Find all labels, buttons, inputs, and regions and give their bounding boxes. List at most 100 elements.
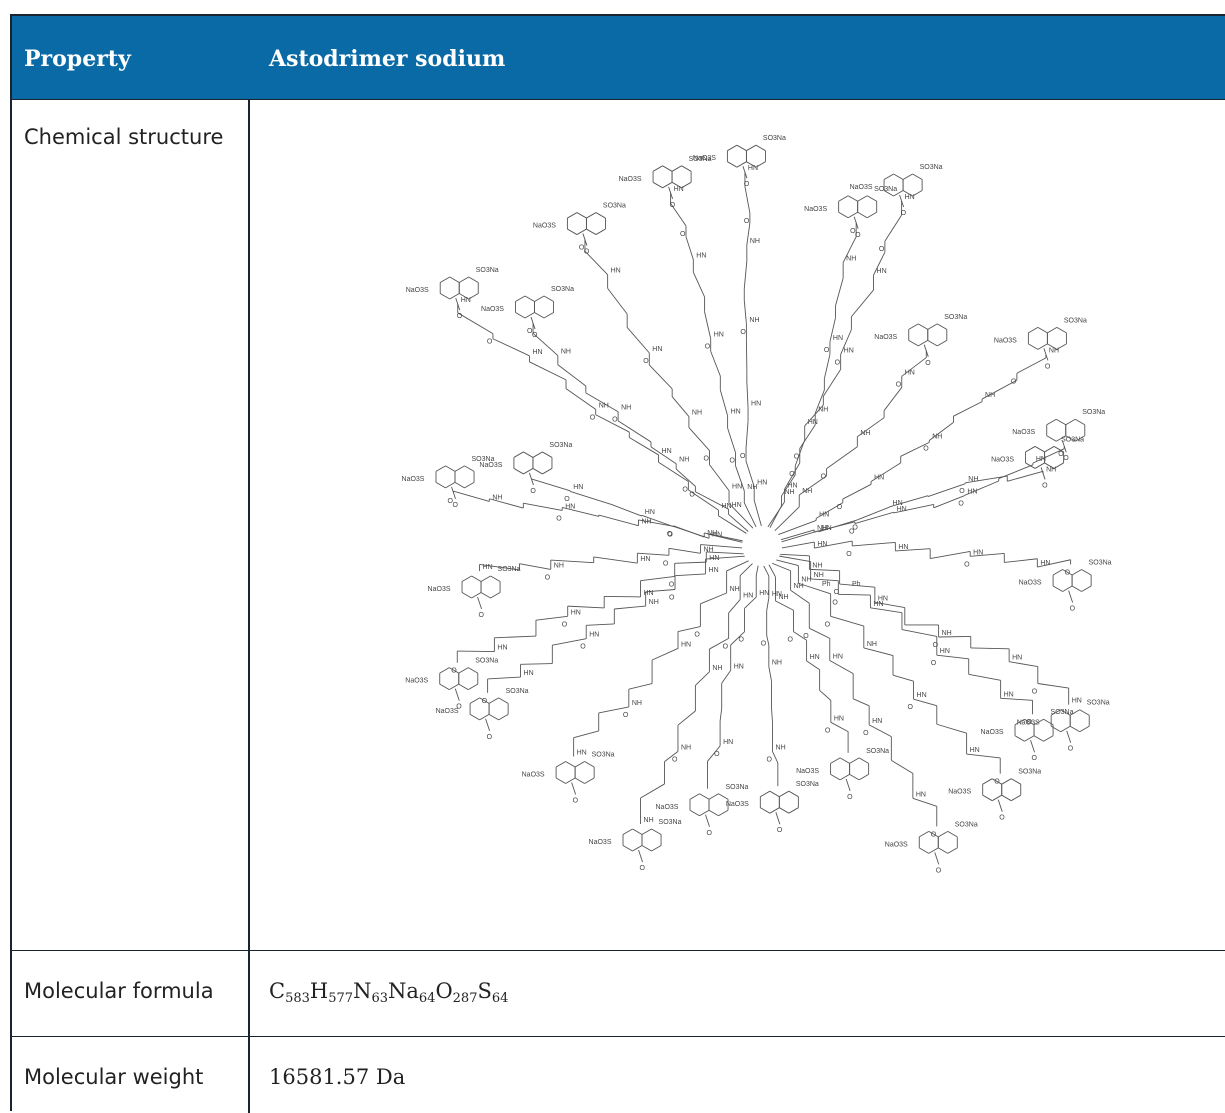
atom-label: O bbox=[931, 660, 937, 667]
atom-label: NaO3S bbox=[481, 306, 504, 313]
bond-line bbox=[472, 576, 482, 582]
bond-line bbox=[462, 593, 472, 599]
bond-line bbox=[472, 593, 482, 599]
bond-line bbox=[493, 339, 530, 356]
bond-line bbox=[1070, 726, 1080, 732]
bond-line bbox=[831, 722, 848, 731]
atom-label: NH bbox=[641, 519, 651, 526]
bond-line bbox=[740, 564, 752, 576]
atom-label: HN bbox=[1012, 655, 1022, 662]
bond-line bbox=[928, 340, 938, 346]
atom-label: SO3Na bbox=[866, 748, 889, 755]
bond-line bbox=[938, 848, 948, 854]
bond-line bbox=[902, 630, 937, 637]
bond-line bbox=[939, 636, 971, 637]
bond-line bbox=[1009, 662, 1038, 667]
bond-line bbox=[459, 684, 469, 690]
atom-label: O bbox=[767, 757, 773, 764]
bond-line bbox=[478, 597, 482, 609]
bond-line bbox=[772, 563, 790, 570]
bond-line bbox=[514, 468, 524, 474]
bond-line bbox=[719, 810, 729, 816]
atom-label: HN bbox=[645, 509, 655, 516]
bond-line bbox=[1061, 726, 1071, 732]
atom-label: O bbox=[669, 594, 675, 601]
bond-line bbox=[570, 491, 610, 504]
bond-line bbox=[516, 296, 526, 302]
bond-line bbox=[935, 852, 939, 864]
bond-line bbox=[1035, 463, 1045, 469]
atom-label: HN bbox=[577, 750, 587, 757]
bond-line bbox=[586, 624, 614, 625]
bond-line bbox=[1035, 446, 1045, 452]
formula-subscript: 287 bbox=[453, 991, 478, 1006]
atom-label: O bbox=[1068, 746, 1074, 753]
bond-line bbox=[516, 313, 526, 319]
bond-line bbox=[1011, 795, 1021, 801]
bond-line bbox=[1067, 731, 1071, 743]
bond-line bbox=[1082, 586, 1092, 592]
bond-line bbox=[436, 466, 446, 472]
bond-line bbox=[577, 229, 587, 235]
atom-label: O bbox=[789, 471, 795, 478]
atom-label: NaO3S bbox=[948, 789, 971, 796]
bond-line bbox=[459, 277, 469, 283]
bond-line bbox=[556, 762, 566, 768]
bond-line bbox=[782, 531, 819, 542]
property-label: Molecular formula bbox=[24, 979, 214, 1003]
atom-label: O bbox=[1027, 719, 1033, 726]
bond-line bbox=[652, 845, 662, 851]
atom-label: SO3Na bbox=[763, 135, 786, 142]
atom-label: HN bbox=[732, 484, 742, 491]
atom-label: NH bbox=[703, 546, 713, 553]
atom-label: O bbox=[824, 347, 830, 354]
bond-line bbox=[669, 548, 701, 553]
bond-line bbox=[857, 418, 884, 437]
bond-line bbox=[850, 758, 860, 764]
bond-line bbox=[848, 196, 858, 202]
atom-label: NH bbox=[644, 817, 654, 824]
bond-line bbox=[913, 798, 937, 806]
atom-label: O bbox=[487, 339, 493, 346]
bond-line bbox=[746, 145, 756, 151]
bond-line bbox=[746, 461, 754, 486]
atom-label: HN bbox=[461, 297, 471, 304]
bond-line bbox=[653, 182, 663, 188]
property-label: Chemical structure bbox=[24, 122, 224, 152]
bond-line bbox=[928, 324, 938, 330]
atom-label: O bbox=[482, 698, 488, 705]
bond-line bbox=[567, 229, 577, 235]
atom-label: HN bbox=[714, 332, 724, 339]
atom-label: SO3Na bbox=[603, 203, 626, 210]
atom-label: O bbox=[487, 734, 493, 741]
bond-line bbox=[1028, 344, 1038, 350]
atom-label: HN bbox=[905, 194, 915, 201]
bond-line bbox=[1057, 327, 1067, 333]
atom-label: SO3Na bbox=[955, 821, 978, 828]
bond-line bbox=[778, 520, 816, 534]
atom-label: NaO3S bbox=[850, 184, 873, 191]
bond-line bbox=[1025, 736, 1035, 742]
bond-line bbox=[465, 466, 475, 472]
atom-label: NaO3S bbox=[874, 334, 897, 341]
bond-line bbox=[533, 468, 543, 474]
bond-line bbox=[711, 351, 721, 376]
bond-line bbox=[848, 212, 858, 218]
bond-line bbox=[756, 566, 758, 576]
bond-line bbox=[948, 831, 958, 837]
bond-line bbox=[536, 616, 568, 620]
atom-label: SO3Na bbox=[498, 566, 521, 573]
bond-line bbox=[700, 794, 710, 800]
formula-subscript: 583 bbox=[285, 991, 310, 1006]
atom-label: O bbox=[1065, 569, 1071, 576]
atom-label: O bbox=[959, 488, 965, 495]
bond-line bbox=[846, 779, 850, 791]
atom-label: NaO3S bbox=[991, 456, 1014, 463]
atom-label: HN bbox=[757, 480, 767, 487]
bond-line bbox=[488, 677, 521, 679]
atom-label: SO3Na bbox=[1061, 436, 1084, 443]
formula-subscript: 577 bbox=[328, 991, 353, 1006]
atom-label: NH bbox=[749, 317, 759, 324]
atom-label: NH bbox=[776, 745, 786, 752]
atom-label: O bbox=[623, 712, 629, 719]
